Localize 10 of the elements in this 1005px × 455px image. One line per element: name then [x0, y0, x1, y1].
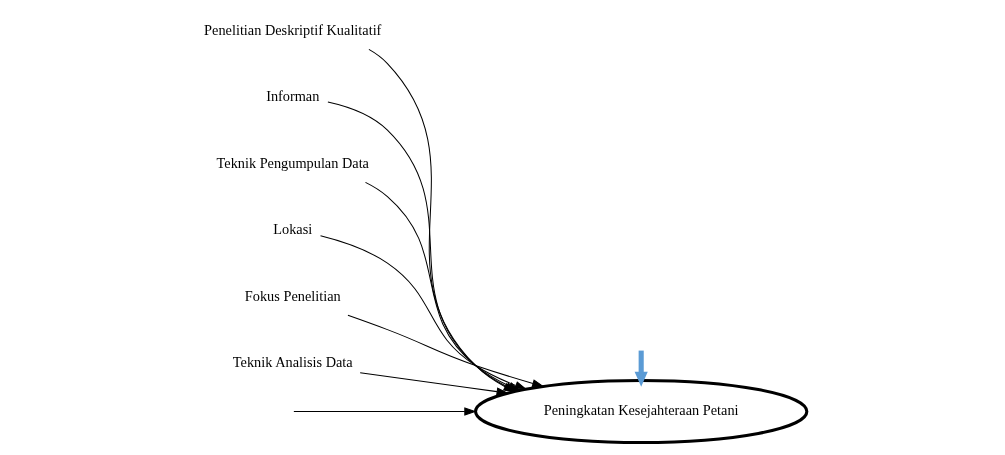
arrow [347, 314, 545, 388]
node-text: Informan [266, 88, 320, 105]
arrow [634, 350, 648, 387]
node-text: Lokasi [273, 221, 313, 238]
node-text: Fokus Penelitian [244, 287, 341, 304]
arrow [359, 372, 509, 396]
node-text: Teknik Pengumpulan Data [216, 154, 369, 171]
arrow [293, 407, 477, 416]
node-text: Penelitian Deskriptif Kualitatif [204, 21, 382, 38]
node-text: Teknik Analisis Data [232, 354, 353, 371]
